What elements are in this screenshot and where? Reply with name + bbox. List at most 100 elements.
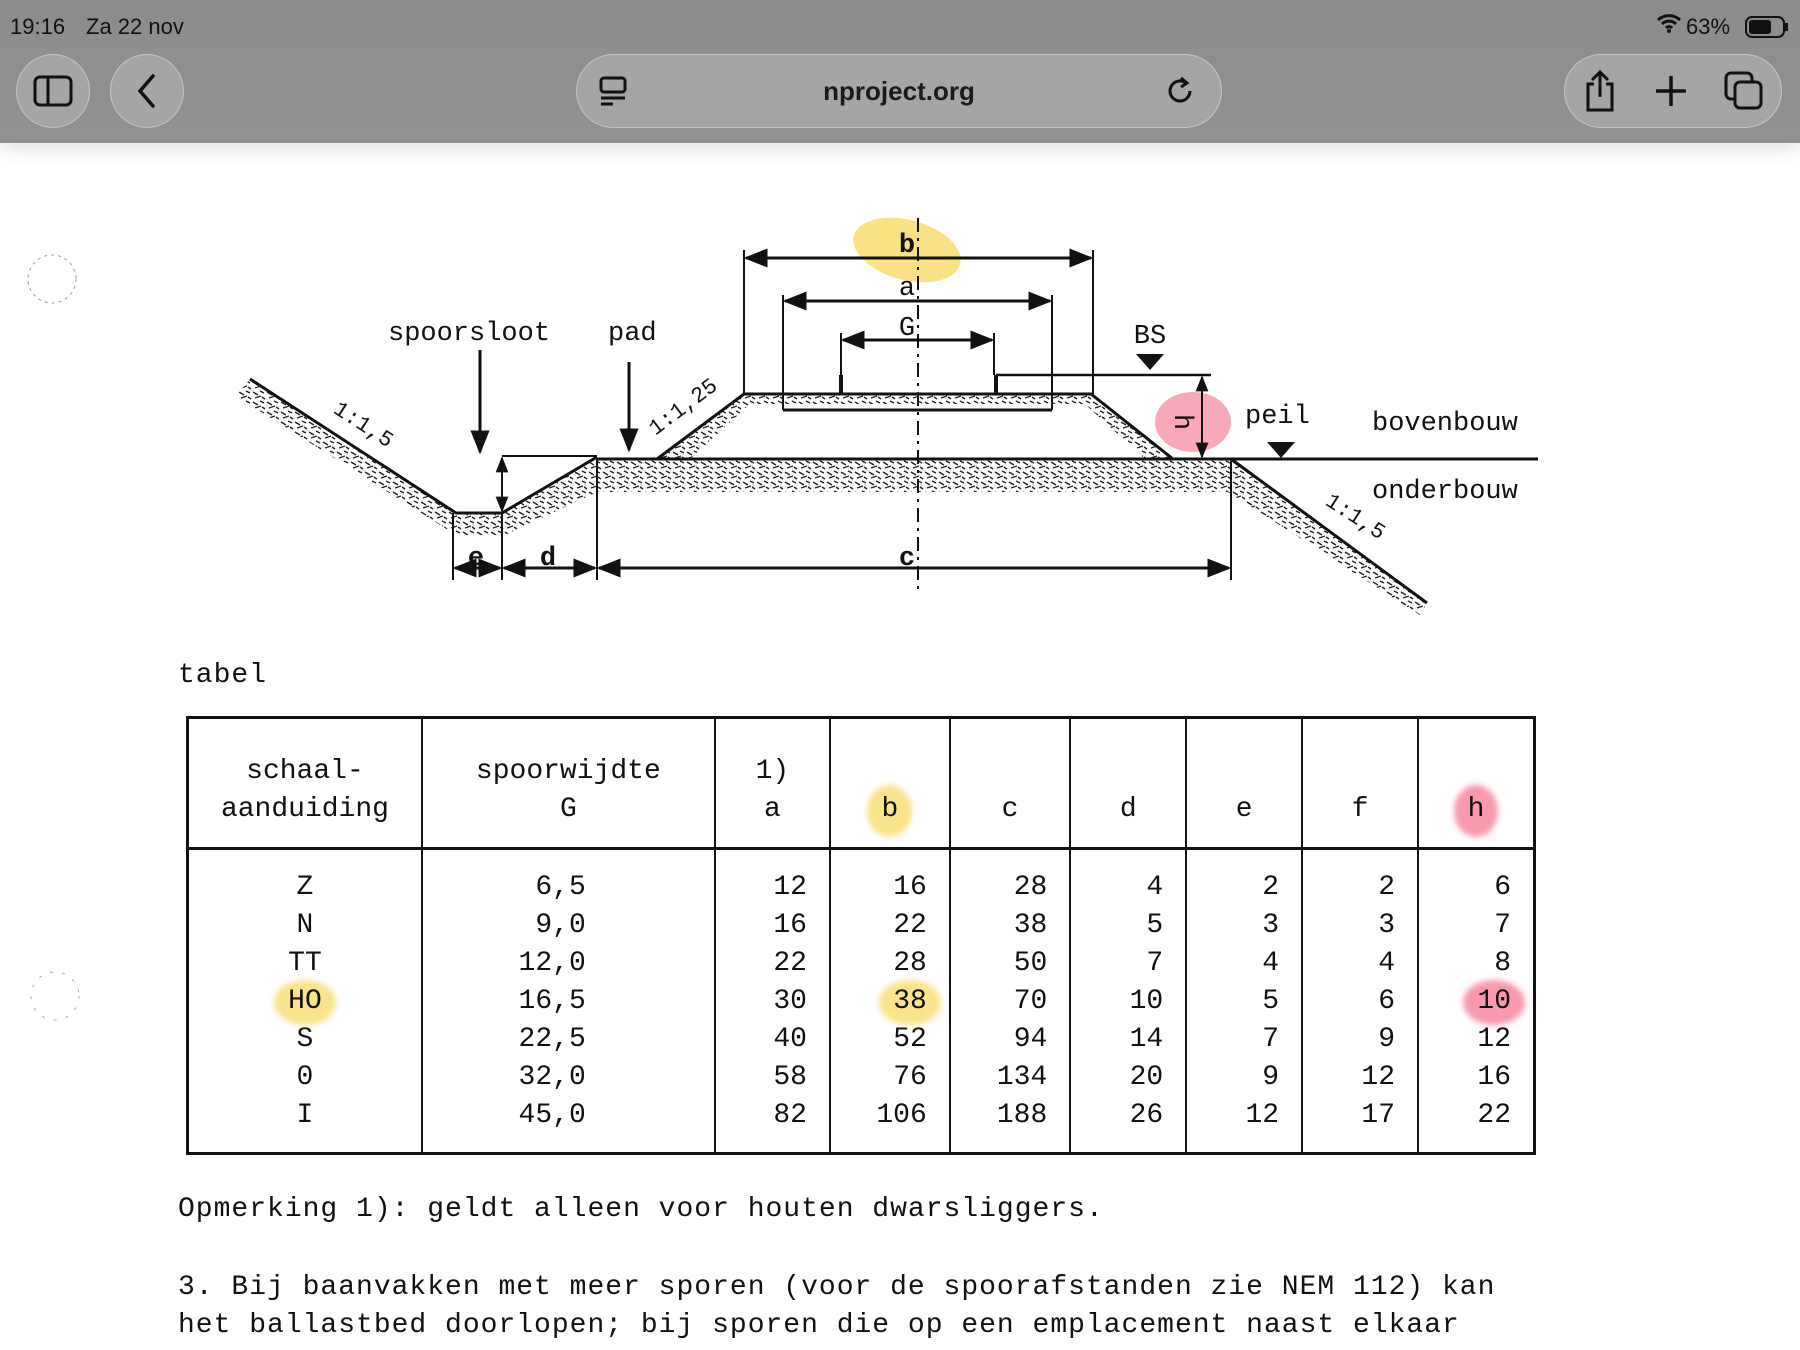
table-cell: 4: [1185, 944, 1304, 982]
cell-value: 12: [773, 871, 807, 903]
table-caption: tabel: [178, 660, 268, 691]
table-cell: 10: [1417, 982, 1536, 1020]
cell-value: 134: [996, 1061, 1048, 1093]
cell-value: HO: [288, 985, 322, 1017]
cell-value: 16: [773, 909, 807, 941]
cell-value: 32,0: [518, 1061, 586, 1093]
highlight-h: [1155, 392, 1231, 452]
address-bar[interactable]: nproject.org: [576, 54, 1222, 128]
column-header-line: b: [881, 791, 898, 829]
table-cell: 2: [1301, 848, 1420, 906]
table-cell: 17: [1301, 1096, 1420, 1154]
table-cell: 52: [828, 1020, 951, 1058]
battery-icon: [1745, 16, 1789, 44]
status-date: Za 22 nov: [86, 14, 184, 39]
column-header: e: [1185, 717, 1304, 850]
table-cell: HO: [186, 982, 423, 1020]
table-cell: 16: [713, 906, 831, 944]
tabs-icon[interactable]: [1724, 71, 1764, 111]
table-cell: 4: [1301, 944, 1420, 982]
cell-value: 20: [1129, 1061, 1164, 1093]
column-header-line: G: [559, 794, 577, 825]
cell-value: 5: [1262, 985, 1280, 1017]
new-tab-icon[interactable]: [1654, 74, 1688, 108]
cell-value: 4: [1378, 947, 1396, 979]
cell-value: 28: [1013, 871, 1048, 903]
cell-value: 3: [1262, 909, 1280, 941]
table-cell: S: [186, 1020, 423, 1058]
cell-value: 7: [1146, 947, 1164, 979]
cell-value: 50: [1013, 947, 1048, 979]
paragraph-line: 3. Bij baanvakken met meer sporen (voor …: [178, 1272, 1496, 1303]
label-a: a: [899, 274, 915, 304]
bs-level-marker-icon: [1136, 354, 1164, 370]
cell-value: 58: [773, 1061, 807, 1093]
share-icon[interactable]: [1582, 70, 1618, 112]
label-b: b: [899, 231, 915, 261]
cell-value: 9,0: [535, 909, 586, 941]
label-bovenbouw: bovenbouw: [1372, 409, 1518, 439]
cell-value: 30: [773, 985, 807, 1017]
page-menu-icon[interactable]: [598, 75, 628, 107]
column-header-line: h: [1468, 791, 1485, 829]
column-header-line: aanduiding: [220, 794, 389, 825]
label-G: G: [899, 314, 915, 344]
table-cell: 22: [828, 906, 951, 944]
cell-value: 12: [1361, 1061, 1396, 1093]
battery-percent: 63%: [1686, 14, 1731, 39]
label-spoorsloot: spoorsloot: [388, 319, 550, 349]
cell-value: 3: [1378, 909, 1396, 941]
table-cell: 12: [713, 848, 831, 906]
cell-value: TT: [288, 947, 322, 979]
table-cell: 28: [828, 944, 951, 982]
column-header: h: [1417, 717, 1536, 850]
column-header: c: [948, 717, 1072, 850]
column-header: 1)a: [713, 717, 831, 850]
profile-lines: [249, 373, 1538, 605]
cell-value: 22,5: [518, 1023, 586, 1055]
table-cell: 9: [1301, 1020, 1420, 1058]
table-cell: 4: [1069, 848, 1188, 906]
column-header: schaal-aanduiding: [186, 717, 423, 850]
cell-value: 10: [1477, 985, 1511, 1017]
reload-icon[interactable]: [1166, 75, 1196, 107]
cell-value: 6: [1494, 871, 1511, 903]
table-cell: 16: [828, 848, 951, 906]
margin-circle-mark: [27, 254, 77, 304]
column-header-line: a: [763, 794, 781, 825]
label-peil: peil: [1245, 402, 1310, 432]
table-cell: 188: [948, 1096, 1072, 1154]
back-button[interactable]: [110, 54, 184, 128]
table-cell: 22: [713, 944, 831, 982]
table-cell: 9: [1185, 1058, 1304, 1096]
cell-value: 38: [1013, 909, 1048, 941]
table-cell: 30: [713, 982, 831, 1020]
table-cell: 22: [1417, 1096, 1536, 1154]
label-d: d: [540, 544, 556, 574]
cell-value: I: [296, 1099, 314, 1131]
cell-value: 6,5: [535, 871, 586, 903]
table-cell: 9,0: [420, 906, 716, 944]
cell-value: S: [296, 1023, 314, 1055]
table-cell: 16: [1417, 1058, 1536, 1096]
cell-value: 10: [1129, 985, 1164, 1017]
cell-value: 9: [1262, 1061, 1280, 1093]
cell-value: 16: [893, 871, 927, 903]
table-cell: 82: [713, 1096, 831, 1154]
sidebar-button[interactable]: [16, 54, 90, 128]
column-header: d: [1069, 717, 1188, 850]
table-cell: 76: [828, 1058, 951, 1096]
table-cell: 28: [948, 848, 1072, 906]
table-cell: 16,5: [420, 982, 716, 1020]
table-cell: 7: [1417, 906, 1536, 944]
cell-value: 17: [1361, 1099, 1396, 1131]
cell-value: 188: [996, 1099, 1048, 1131]
table-cell: 106: [828, 1096, 951, 1154]
url-text[interactable]: nproject.org: [823, 75, 975, 106]
table-cell: 50: [948, 944, 1072, 982]
